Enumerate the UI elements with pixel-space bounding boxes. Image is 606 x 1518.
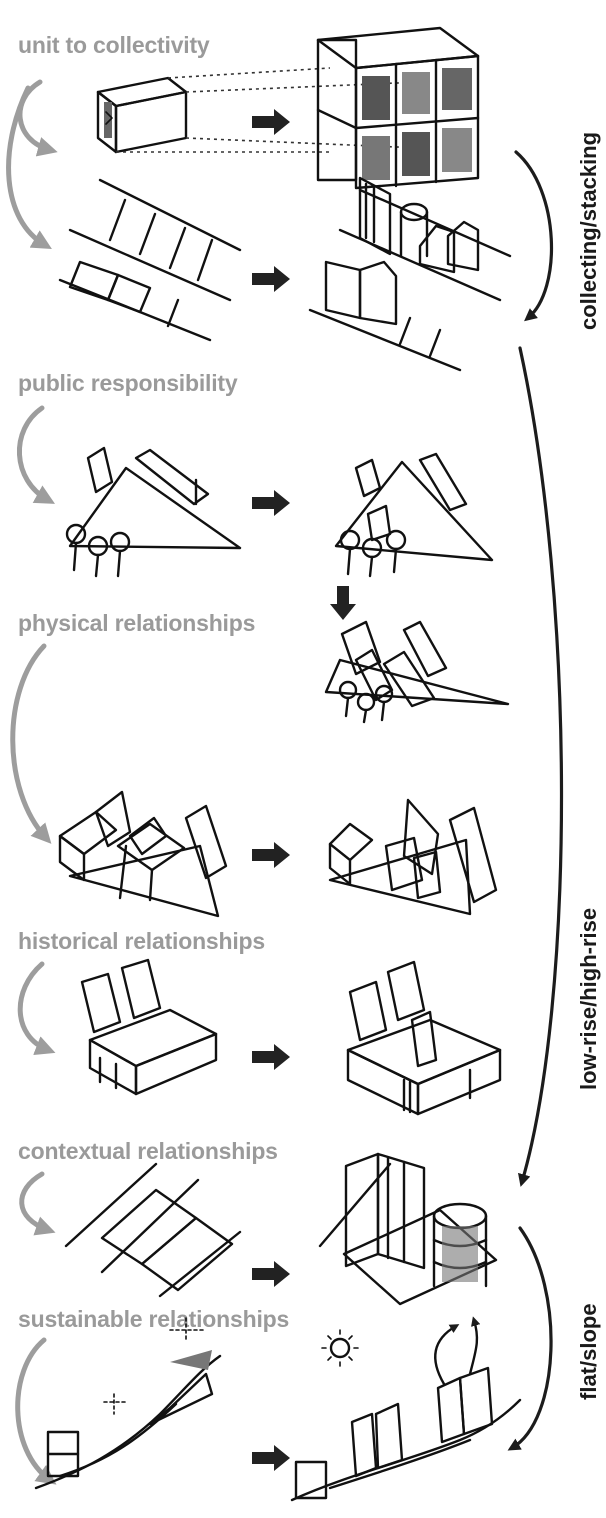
label-contextual-relationships: contextual relationships: [18, 1138, 278, 1164]
sun-icon: [329, 1337, 351, 1359]
sketch-contextual-towers: [318, 1152, 498, 1306]
air-flow-arrow-2: [468, 1316, 481, 1376]
sketch-public-triangle-1: [65, 446, 242, 578]
dark-arrow-stacking: [514, 150, 554, 322]
sun-rays-icon: [321, 1329, 359, 1367]
label-unit-to-collectivity: unit to collectivity: [18, 32, 210, 58]
grey-arrow-unit-2: [6, 85, 52, 250]
step-arrow-4: [252, 842, 290, 868]
sketch-sustainable-slope-1: [34, 1317, 222, 1490]
grey-arrow-public: [17, 405, 55, 504]
step-arrow-7: [252, 1445, 290, 1471]
step-arrow-5: [252, 1044, 290, 1070]
label-historical-relationships: historical relationships: [18, 928, 265, 954]
label-public-responsibility: public responsibility: [18, 370, 238, 396]
grey-arrow-physical: [10, 643, 52, 844]
air-flow-arrow-1: [434, 1324, 460, 1386]
dark-arrow-slope: [507, 1226, 553, 1451]
dark-arrow-rise: [517, 346, 564, 1187]
step-arrow-6: [252, 1261, 290, 1287]
sketch-historical-1: [80, 958, 218, 1096]
sketch-historical-2: [346, 960, 502, 1116]
label-sustainable-relationships: sustainable relationships: [18, 1306, 290, 1332]
sketch-lot-strip-empty: [58, 178, 242, 342]
step-arrow-3: [252, 490, 290, 516]
sketch-physical-cluster-2: [328, 798, 498, 916]
grey-arrow-contextual: [19, 1171, 56, 1236]
sketch-sustainable-slope-2: [290, 1316, 522, 1502]
sketch-stacked-units: [316, 26, 480, 190]
grey-arrow-sustainable: [15, 1337, 57, 1485]
step-arrow-1: [252, 109, 290, 135]
step-arrow-down: [330, 586, 356, 620]
sketch-physical-cluster-1: [58, 790, 228, 918]
sketch-lot-strip-built: [308, 176, 512, 372]
grey-arrow-unit-1: [17, 79, 58, 157]
grey-arrow-historical: [17, 961, 56, 1055]
step-arrows: [252, 109, 356, 1471]
sketch-public-triangle-2: [334, 452, 494, 578]
projection-lines: [116, 67, 421, 153]
sketch-contextual-lot: [64, 1162, 242, 1298]
step-arrow-2: [252, 266, 290, 292]
sketch-physical-triangle-top: [324, 620, 510, 724]
label-physical-relationships: physical relationships: [18, 610, 256, 636]
sketch-single-unit-box: [96, 76, 188, 154]
